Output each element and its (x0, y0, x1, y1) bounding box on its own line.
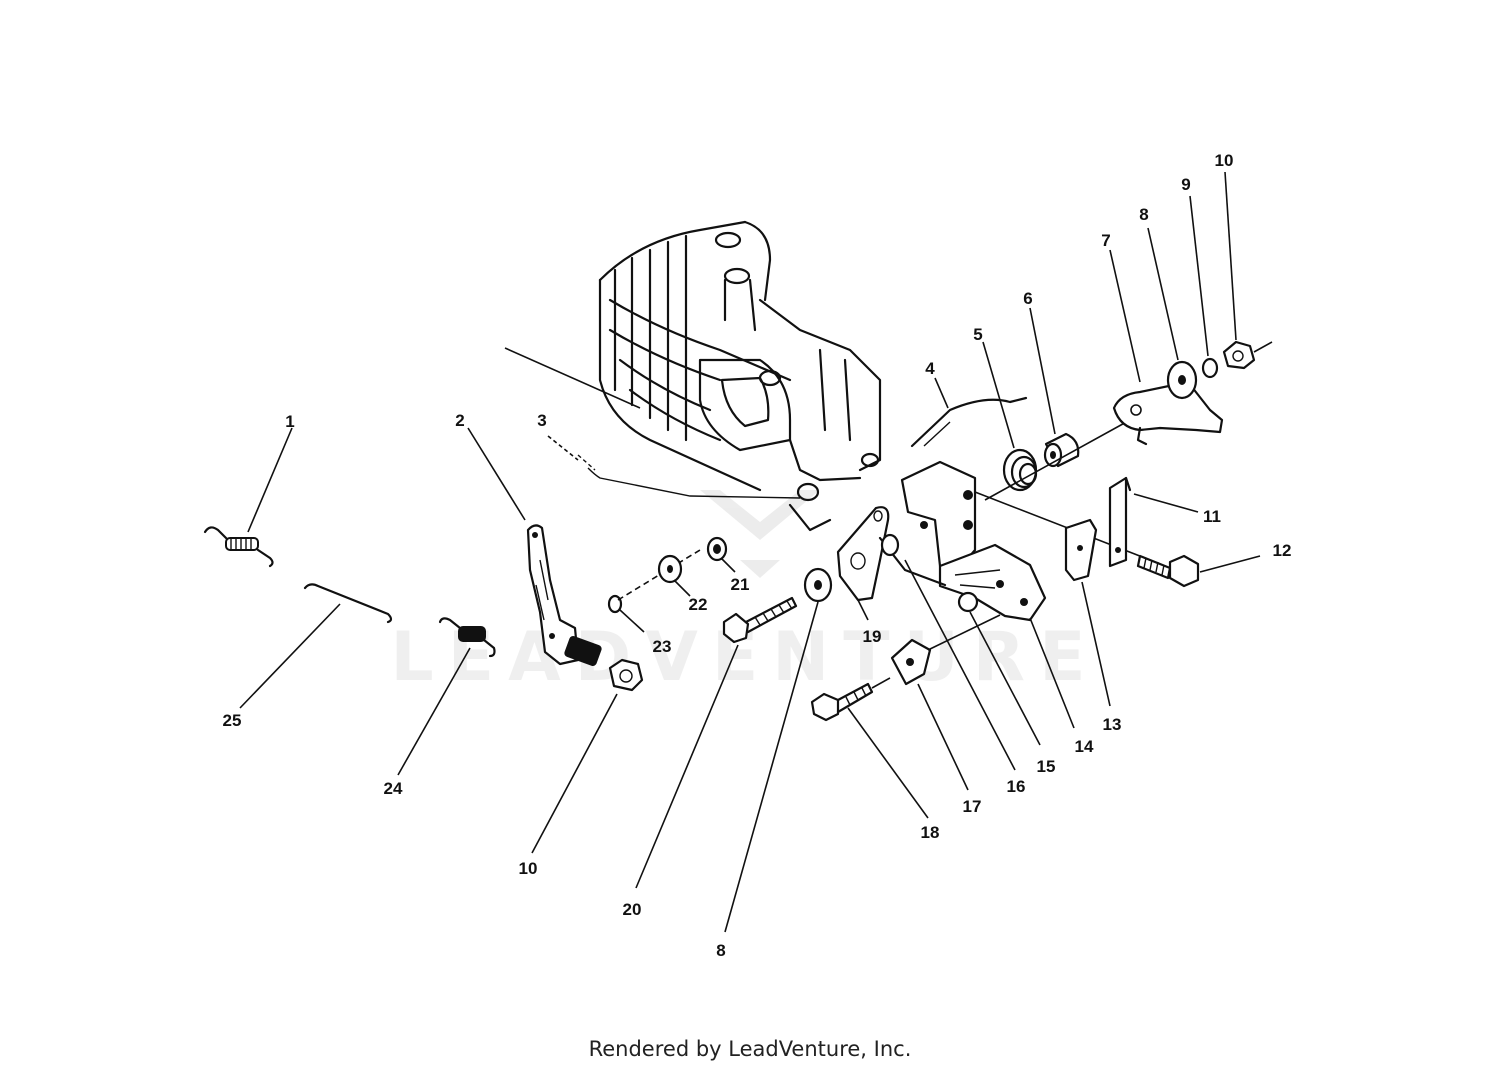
callout-10-upper: 10 (1215, 151, 1234, 170)
callout-15: 15 (1037, 757, 1056, 776)
callout-22: 22 (689, 595, 708, 614)
callout-1: 1 (285, 412, 294, 431)
part-19-bracket (836, 506, 890, 602)
control-plate-assembly (878, 460, 1047, 622)
watermark-logo (700, 490, 820, 578)
part-10-nut-left (608, 658, 644, 692)
callout-16: 16 (1007, 777, 1026, 796)
part-12-bolt (1136, 554, 1200, 588)
engine-block (598, 220, 882, 532)
part-8-washer-lower (803, 567, 833, 603)
part-6-bushing (1043, 432, 1080, 468)
part-11-bracket (1108, 476, 1132, 568)
part-5-spring (1002, 448, 1038, 492)
part-7-lever (1112, 380, 1224, 446)
part-17-clip (890, 638, 932, 686)
callout-3: 3 (537, 411, 546, 430)
footer-credit: Rendered by LeadVenture, Inc. (588, 1037, 912, 1061)
callout-12: 12 (1273, 541, 1292, 560)
part-1-spring (203, 526, 274, 568)
callout-8-lower: 8 (716, 941, 725, 960)
callout-11: 11 (1203, 507, 1221, 526)
callout-20: 20 (623, 900, 642, 919)
part-20-bolt (722, 596, 798, 644)
callout-18: 18 (921, 823, 940, 842)
callout-23: 23 (653, 637, 672, 656)
callout-4: 4 (925, 359, 935, 378)
part-22-washer (657, 554, 683, 584)
part-4-link-rod (910, 396, 1028, 448)
part-25-rod (303, 583, 393, 624)
part-18-screw (810, 682, 874, 722)
callout-24: 24 (384, 779, 403, 798)
callout-5: 5 (973, 325, 982, 344)
callout-25: 25 (223, 711, 242, 730)
part-8-washer-upper (1166, 360, 1198, 400)
callout-19: 19 (863, 627, 882, 646)
part-10-nut-upper (1222, 340, 1256, 370)
callout-6: 6 (1023, 289, 1032, 308)
part-21-bushing (706, 536, 728, 562)
callout-7: 7 (1101, 231, 1110, 250)
part-24-spring (438, 617, 496, 658)
callout-17: 17 (963, 797, 982, 816)
callout-21: 21 (731, 575, 750, 594)
callout-10-left: 10 (519, 859, 538, 878)
part-13-clamp (1064, 518, 1098, 582)
callout-9: 9 (1181, 175, 1190, 194)
callout-14: 14 (1075, 737, 1094, 756)
part-2-governor-lever (526, 524, 602, 667)
callout-2: 2 (455, 411, 464, 430)
callout-13: 13 (1103, 715, 1122, 734)
part-9-lockwasher (1201, 357, 1219, 379)
callout-8-upper: 8 (1139, 205, 1148, 224)
